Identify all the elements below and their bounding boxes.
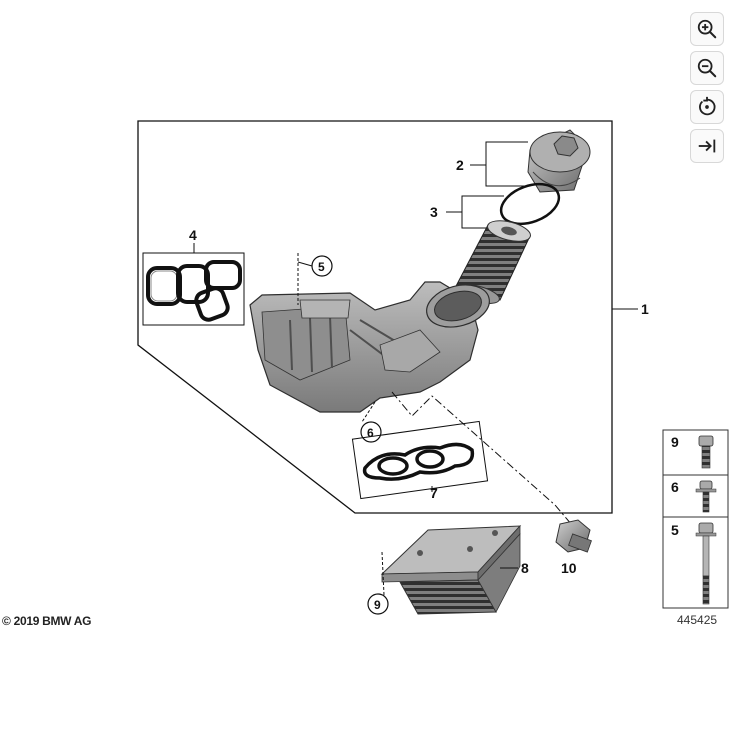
collapse-panel-icon: [698, 139, 716, 153]
zoom-out-icon: [697, 58, 717, 78]
callout-8[interactable]: 8: [521, 560, 529, 576]
callout-9-circle: [367, 593, 389, 615]
diagram-id-text: 445425: [677, 613, 718, 627]
zoom-out-button[interactable]: [690, 51, 724, 85]
callout-3[interactable]: 3: [430, 204, 438, 220]
small-screw-icon: [695, 480, 717, 513]
callout-9[interactable]: 9: [374, 598, 381, 612]
short-screw-icon: [698, 435, 714, 469]
callout-7[interactable]: 7: [430, 485, 438, 501]
zoom-in-button[interactable]: [690, 12, 724, 46]
collapse-panel-button[interactable]: [690, 129, 724, 163]
legend-6[interactable]: 6: [671, 479, 679, 495]
oil-sensor[interactable]: [555, 519, 592, 553]
oil-filter-cap[interactable]: [527, 129, 591, 193]
legend-5[interactable]: 5: [671, 522, 679, 538]
zoom-in-icon: [697, 19, 717, 39]
copyright-text: © 2019 BMW AG: [2, 614, 92, 628]
assembly-frame: [137, 120, 613, 514]
sensor-leader: [391, 391, 573, 526]
callout-5-circle: [311, 255, 333, 277]
rotate-icon: [699, 96, 716, 116]
oil-cooler[interactable]: [380, 524, 522, 615]
callout-5[interactable]: 5: [318, 260, 325, 274]
callout-2[interactable]: 2: [456, 157, 464, 173]
gasket-box-7: [351, 420, 489, 500]
rotate-button[interactable]: [690, 90, 724, 124]
legend-9[interactable]: 9: [671, 434, 679, 450]
fastener-legend: 9 6 5: [662, 429, 729, 609]
callout-2-bracket: [485, 141, 528, 187]
gasket-set-4[interactable]: [146, 260, 242, 322]
long-screw-icon: [695, 522, 717, 605]
callout-6[interactable]: 6: [367, 426, 374, 440]
gasket-set-7[interactable]: [362, 442, 475, 481]
viewer-toolbar: [690, 12, 726, 163]
o-ring[interactable]: [496, 177, 565, 231]
callout-4[interactable]: 4: [189, 227, 197, 243]
oil-filter-housing[interactable]: [249, 278, 494, 413]
callout-10[interactable]: 10: [561, 560, 577, 576]
callout-1[interactable]: 1: [641, 301, 649, 317]
